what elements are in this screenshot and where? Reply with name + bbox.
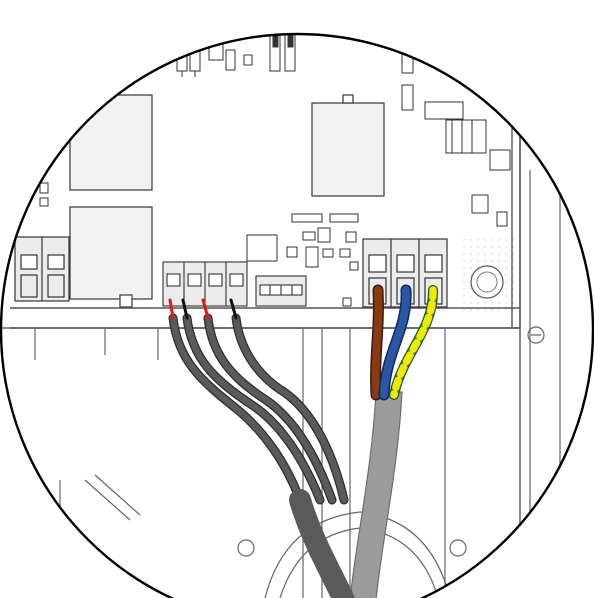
signal-wires [168,298,355,598]
earth-wire-stripe [390,286,437,399]
relay-module-left [69,83,153,308]
live-wire [371,286,383,399]
signal-wire-3 [201,298,337,505]
magnifier-outline [0,32,594,598]
neutral-wire [380,286,411,399]
left-terminal-pair [14,236,70,302]
mains-cable-sheath [349,391,403,598]
small-header-4-pin [255,275,307,307]
mounting-hole-inner [476,271,498,293]
signal-wire-2 [181,298,325,505]
signal-wire-4 [229,298,349,505]
magnified-view [1,34,561,598]
smd-components [39,34,511,307]
signal-connector-4-pin [162,261,248,307]
relay-module-center [311,94,385,197]
mounting-hole [470,265,504,299]
signal-cable-bundle [289,489,355,598]
mains-conductors [370,284,439,401]
signal-wire-1 [168,298,305,505]
